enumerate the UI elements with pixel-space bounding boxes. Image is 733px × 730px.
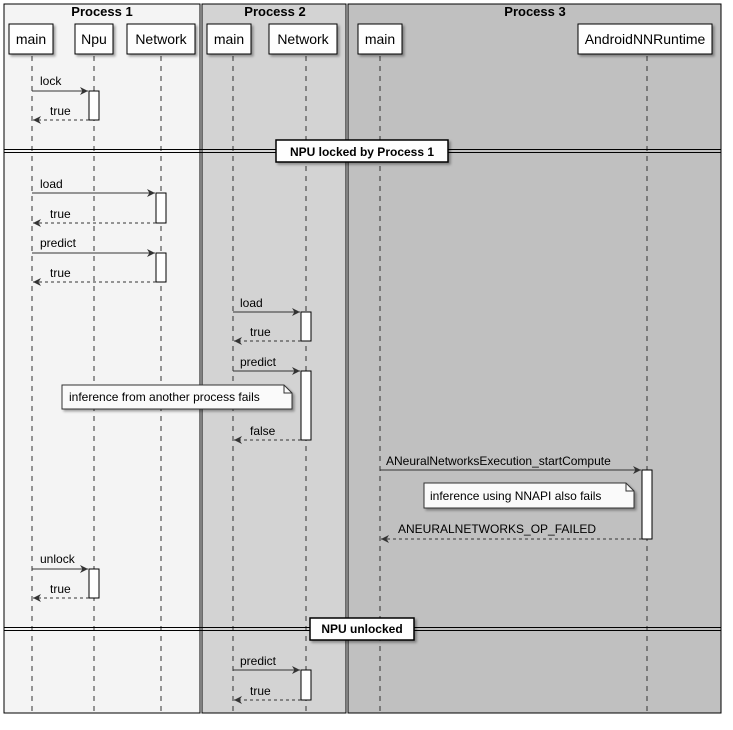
message-label: ANeuralNetworksExecution_startCompute — [386, 454, 611, 468]
group-process-1-title: Process 1 — [71, 4, 132, 19]
participant-label: main — [214, 31, 244, 47]
participant-label: Npu — [81, 31, 107, 47]
message-p2-load-return: true — [234, 325, 301, 345]
message-label: load — [240, 296, 263, 310]
message-label: predict — [240, 355, 277, 369]
message-label: unlock — [40, 552, 76, 566]
message-label: true — [50, 266, 71, 280]
divider-label: NPU unlocked — [321, 622, 402, 636]
group-process-2-box — [201, 3, 347, 714]
group-process-2-title: Process 2 — [244, 4, 305, 19]
message-label: false — [250, 424, 276, 438]
message-label: true — [250, 325, 271, 339]
participant-box — [357, 23, 403, 55]
participant-p2-main: main — [206, 23, 252, 55]
message-predict: predict — [32, 236, 155, 257]
activation-bar — [155, 192, 167, 224]
message-label: lock — [40, 74, 62, 88]
message-lock-return: true — [33, 104, 89, 124]
message-p2-load: load — [233, 296, 300, 316]
participant-box — [74, 23, 114, 55]
activation-bar — [88, 90, 100, 121]
divider-npu-unlocked: NPU unlocked — [4, 617, 721, 641]
participant-p1-npu: Npu — [74, 23, 114, 55]
note-box — [61, 384, 293, 410]
note-label: inference using NNAPI also fails — [430, 489, 601, 503]
participant-box — [577, 23, 713, 55]
group-process-3-title: Process 3 — [504, 4, 565, 19]
participant-label: Network — [277, 31, 329, 47]
participant-box — [126, 23, 196, 55]
activation-bar — [641, 469, 653, 540]
message-label: true — [50, 104, 71, 118]
message-label: load — [40, 177, 63, 191]
participant-p3-main: main — [357, 23, 403, 55]
divider-label: NPU locked by Process 1 — [290, 145, 434, 159]
activation-bar — [300, 669, 312, 701]
message-lock: lock — [32, 74, 88, 95]
message-label: true — [50, 207, 71, 221]
group-process-3: Process 3 — [347, 3, 722, 714]
message-label: true — [50, 582, 71, 596]
activation-bar — [88, 568, 100, 599]
participant-p3-nnruntime: AndroidNNRuntime — [577, 23, 713, 55]
message-p2-predict-after-unlock-return: true — [234, 684, 301, 704]
participant-p2-network: Network — [268, 23, 338, 55]
message-op-failed-return: ANEURALNETWORKS_OP_FAILED — [381, 522, 642, 543]
message-label: true — [250, 684, 271, 698]
message-load-return: true — [33, 207, 156, 227]
participant-p1-main: main — [8, 23, 54, 55]
message-p2-predict-return: false — [234, 424, 301, 444]
messages: lock true load true predict true load t — [32, 74, 642, 704]
participants: main Npu Network main Network main Andro… — [8, 23, 713, 55]
participant-p1-network: Network — [126, 23, 196, 55]
activation-bar — [300, 370, 312, 441]
note-box — [423, 482, 635, 509]
note-fold — [625, 483, 634, 492]
participant-label: main — [365, 31, 395, 47]
message-p2-predict-after-unlock: predict — [233, 654, 300, 674]
message-load: load — [32, 177, 155, 197]
group-process-3-box — [347, 3, 722, 714]
message-unlock: unlock — [32, 552, 88, 573]
message-label: predict — [40, 236, 77, 250]
participant-box — [268, 23, 338, 55]
divider-label-box — [309, 617, 415, 641]
divider-label-box — [275, 139, 449, 163]
note-nnapi-fails: inference using NNAPI also fails — [423, 482, 635, 509]
group-process-2: Process 2 — [201, 3, 347, 714]
message-predict-return: true — [33, 266, 156, 286]
activation-bar — [155, 252, 167, 283]
participant-box — [206, 23, 252, 55]
participant-label: main — [16, 31, 46, 47]
message-unlock-return: true — [33, 582, 89, 602]
participant-box — [8, 23, 54, 55]
message-label: ANEURALNETWORKS_OP_FAILED — [398, 522, 596, 536]
note-inference-another-process: inference from another process fails — [61, 384, 293, 410]
message-label: predict — [240, 654, 277, 668]
activations — [88, 90, 653, 701]
participant-label: AndroidNNRuntime — [585, 31, 706, 47]
group-process-1-box — [3, 3, 201, 714]
message-p2-predict: predict — [233, 355, 300, 375]
note-label: inference from another process fails — [69, 390, 260, 404]
divider-npu-locked: NPU locked by Process 1 — [4, 139, 721, 163]
activation-bar — [300, 311, 312, 342]
note-fold — [283, 385, 292, 394]
participant-label: Network — [135, 31, 187, 47]
message-start-compute: ANeuralNetworksExecution_startCompute — [380, 454, 641, 474]
group-process-1: Process 1 — [3, 3, 201, 714]
